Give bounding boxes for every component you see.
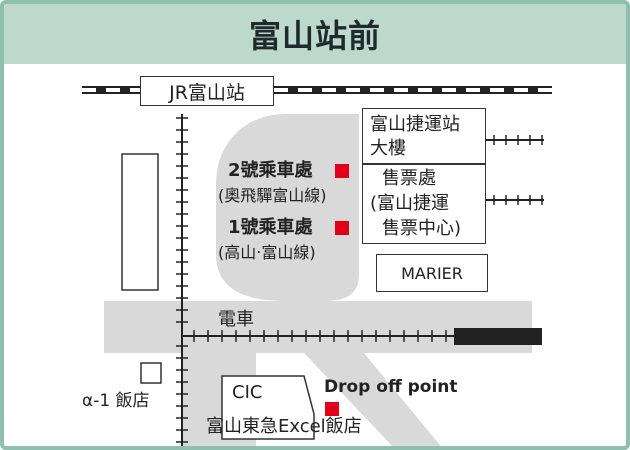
pickup-1-marker — [335, 221, 349, 235]
tram-station-label-1: 富山捷運站 — [370, 114, 460, 135]
marier-label: MARIER — [401, 263, 463, 283]
pickup-2-route: (奧飛驒富山線) — [218, 186, 327, 205]
horizontal-road — [104, 301, 532, 353]
pickup-2-label: 2號乘車處 — [228, 160, 313, 181]
tram-station-divider — [362, 163, 486, 165]
drop-off-marker — [325, 402, 339, 416]
ticket-label-1: 售票處 — [382, 168, 436, 189]
tram-label: 電車 — [218, 309, 254, 330]
excel-hotel-label: 富山東急Excel飯店 — [206, 416, 362, 437]
pickup-1-label: 1號乘車處 — [228, 217, 313, 238]
jr-station-box: JR富山站 — [140, 76, 274, 106]
diagonal-road — [304, 353, 441, 446]
tram-station-building — [362, 108, 486, 244]
station-plaza-road — [216, 114, 359, 301]
drop-off-label: Drop off point — [324, 377, 458, 397]
alpha-hotel-label: α-1 飯店 — [82, 391, 150, 411]
map-header: 富山站前 — [4, 4, 626, 64]
ticket-label-2: (富山捷運 — [370, 193, 450, 214]
marier-box: MARIER — [376, 254, 488, 292]
pickup-2-marker — [335, 164, 349, 178]
ticket-label-3: 售票中心) — [382, 218, 462, 239]
tram-station-label-2: 大樓 — [370, 138, 406, 159]
left-building — [121, 153, 159, 291]
vertical-track — [176, 114, 188, 446]
horizontal-track — [182, 330, 459, 342]
pickup-1-route: (高山‧富山線) — [218, 243, 316, 262]
side-tracks — [486, 135, 544, 205]
cic-label: CIC — [232, 382, 263, 403]
tram-bar — [454, 328, 542, 345]
jr-station-label: JR富山站 — [169, 81, 245, 104]
map-canvas — [82, 86, 552, 446]
alpha-hotel-square — [140, 362, 162, 384]
cic-building — [221, 375, 315, 440]
map-title: 富山站前 — [248, 17, 381, 55]
